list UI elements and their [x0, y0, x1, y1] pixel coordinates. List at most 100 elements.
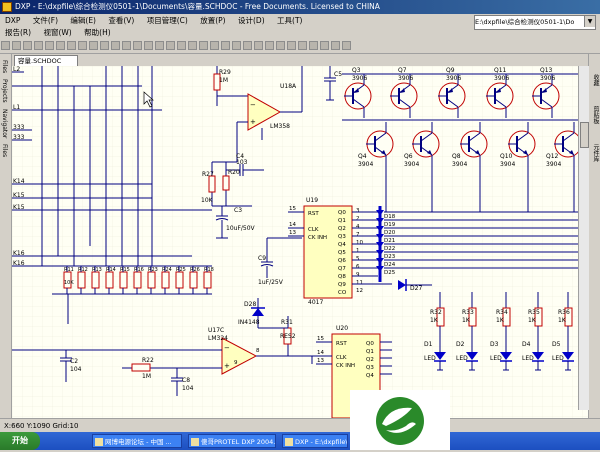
menu-design[interactable]: 设计(D) [238, 16, 265, 25]
diode-bus [376, 206, 384, 282]
npn-transistor [508, 122, 536, 166]
menu-project[interactable]: 项目管理(C) [146, 16, 188, 25]
redo-icon[interactable] [144, 41, 153, 50]
gnd-icon[interactable] [221, 41, 230, 50]
tab-favorites[interactable]: 收藏 [592, 74, 599, 86]
schematic-canvas[interactable]: L2 L1 333 333 K14 K15 K15 K16 K16 R29 1M… [12, 66, 588, 418]
port-label: 333 [13, 134, 25, 141]
path-value: E:\dxpfile\综合检测仪0501-1\Do [475, 18, 575, 26]
new-icon[interactable] [1, 41, 10, 50]
npn-transistor [460, 122, 488, 166]
text-icon[interactable] [287, 41, 296, 50]
part-icon[interactable] [243, 41, 252, 50]
tab-projects[interactable]: Projects [1, 79, 8, 103]
r29-value: 1M [219, 77, 228, 84]
align-icon[interactable] [331, 41, 340, 50]
open-icon[interactable] [12, 41, 21, 50]
path-combobox[interactable]: E:\dxpfile\综合检测仪0501-1\Do ▼ [474, 15, 596, 30]
menu-file[interactable]: 文件(F) [32, 16, 58, 25]
svg-text:R26: R26 [190, 267, 200, 273]
c4-value: 103 [236, 159, 248, 166]
menu-reports[interactable]: 报告(R) [5, 28, 32, 37]
path-dropdown-icon[interactable]: ▼ [584, 16, 595, 27]
menu-dxp[interactable]: DXP [5, 16, 21, 25]
r27-r20-resistors [208, 161, 252, 207]
c5-designator: C5 [334, 71, 342, 78]
bus-icon[interactable] [199, 41, 208, 50]
menu-place[interactable]: 放置(P) [200, 16, 226, 25]
r22-value: 1M [142, 373, 151, 380]
vertical-scrollbar[interactable] [578, 66, 589, 410]
wire-icon[interactable] [188, 41, 197, 50]
resistor-array-value: 10K [64, 280, 74, 286]
vcc-icon[interactable] [232, 41, 241, 50]
bus-to-right-wires [384, 211, 588, 269]
print-icon[interactable] [34, 41, 43, 50]
line-icon[interactable] [298, 41, 307, 50]
sheet-icon[interactable] [254, 41, 263, 50]
tab-libraries[interactable]: 元件库 [592, 144, 599, 162]
tab-clipboard[interactable]: 剪贴板 [592, 106, 599, 124]
menu-tools[interactable]: 工具(T) [277, 16, 303, 25]
svg-text:CLK: CLK [336, 355, 347, 361]
junction-icon[interactable] [276, 41, 285, 50]
taskbar-item-protel-guide[interactable]: 傻哥PROTEL DXP 2004... [188, 434, 276, 448]
document-tab[interactable]: 容量.SCHDOC [14, 55, 78, 66]
c9-designator: C9 [258, 255, 266, 262]
led-designator: D4 [522, 341, 531, 348]
paste-icon[interactable] [100, 41, 109, 50]
select-icon[interactable] [111, 41, 120, 50]
start-button[interactable]: 开始 [0, 432, 40, 450]
menu-edit[interactable]: 编辑(E) [70, 16, 96, 25]
r27-designator: R27 [202, 171, 214, 178]
grid-icon[interactable] [342, 41, 351, 50]
menu-window[interactable]: 视窗(W) [43, 28, 72, 37]
menu-view[interactable]: 查看(V) [108, 16, 135, 25]
right-panel-tabs: 收藏 剪贴板 元件库 [588, 54, 600, 418]
cut-icon[interactable] [78, 41, 87, 50]
led-designator: D5 [552, 341, 561, 348]
npn-transistor [554, 122, 582, 166]
led-resistor-value: 1K [528, 317, 537, 324]
save-icon[interactable] [23, 41, 32, 50]
browse-library-icon[interactable] [177, 41, 186, 50]
window-icon [95, 438, 103, 446]
net-label-icon[interactable] [210, 41, 219, 50]
tab-files[interactable]: Files [1, 60, 8, 74]
svg-text:11: 11 [356, 280, 363, 286]
port-icon[interactable] [265, 41, 274, 50]
hierarchy-icon[interactable] [155, 41, 164, 50]
r29-resistor [213, 66, 253, 106]
schematic-svg[interactable]: L2 L1 333 333 K14 K15 K15 K16 K16 R29 1M… [12, 66, 588, 418]
zoom-in-icon[interactable] [45, 41, 54, 50]
window-title: DXP - E:\dxpfile\综合检测仪0501-1\Documents\容… [15, 2, 380, 11]
cross-probe-icon[interactable] [166, 41, 175, 50]
scrollbar-thumb[interactable] [580, 122, 589, 148]
zoom-out-icon[interactable] [56, 41, 65, 50]
zoom-fit-icon[interactable] [67, 41, 76, 50]
svg-text:D21: D21 [384, 238, 395, 244]
svg-text:14: 14 [289, 222, 296, 228]
svg-text:RST: RST [308, 211, 319, 217]
led-resistor-value: 1K [558, 317, 567, 324]
taskbar-item-dxp[interactable]: DXP - E:\dxpfile\... [282, 434, 348, 448]
window-title-bar[interactable]: DXP - E:\dxpfile\综合检测仪0501-1\Documents\容… [0, 0, 600, 14]
rect-icon[interactable] [309, 41, 318, 50]
move-icon[interactable] [122, 41, 131, 50]
svg-text:4: 4 [356, 224, 360, 230]
taskbar-item-forum[interactable]: 网博电源论坛 - 中国 ... [92, 434, 182, 448]
bus-net-labels: D18 D19 D20 D21 D22 D23 D24 D25 [384, 214, 396, 276]
c8-designator: C8 [182, 377, 190, 384]
tab-navigator[interactable]: Navigator [1, 108, 8, 139]
svg-text:6: 6 [356, 264, 360, 270]
watermark-logo [350, 390, 450, 450]
led-resistor-designator: R33 [462, 309, 474, 316]
menu-help[interactable]: 帮助(H) [84, 28, 111, 37]
c4-designator: C4 [236, 153, 244, 160]
copy-icon[interactable] [89, 41, 98, 50]
ellipse-icon[interactable] [320, 41, 329, 50]
undo-icon[interactable] [133, 41, 142, 50]
d27-diode [398, 279, 432, 291]
tab-files-2[interactable]: Files [1, 144, 8, 158]
led-designator: D2 [456, 341, 465, 348]
